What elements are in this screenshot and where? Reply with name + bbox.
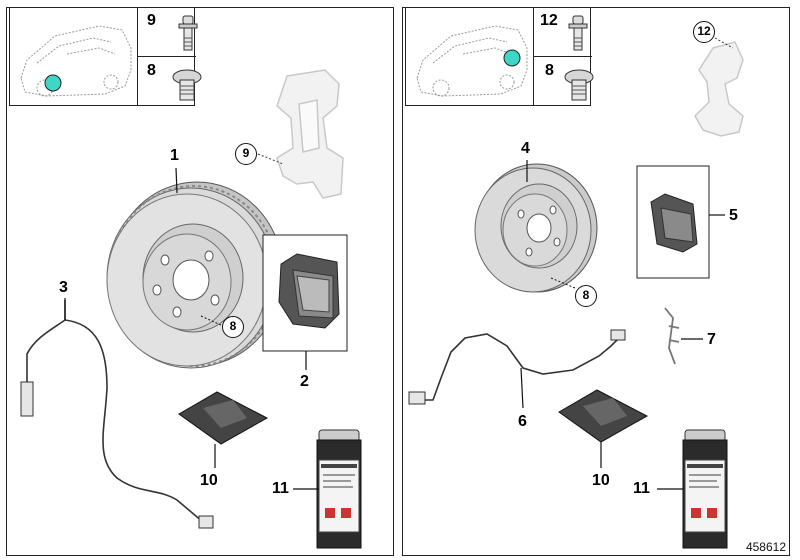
spring-clip-icon: [664, 307, 680, 365]
callout-bolt: 8: [222, 316, 244, 338]
wheel-position-marker-icon: [44, 74, 62, 92]
wear-sensor-cable-icon: [26, 300, 204, 523]
callout-caliper: 9: [235, 143, 257, 165]
sensor-plug-icon: [20, 381, 34, 417]
bolt-8-icon: [172, 69, 202, 101]
inset-bottom-number: 8: [147, 62, 156, 79]
label-pads: 2: [300, 373, 309, 390]
caliper-carrier-icon: [276, 69, 344, 199]
sensor-plug-icon: [408, 391, 426, 405]
car-outline-icon: [416, 25, 528, 97]
right-inset-box: [405, 8, 592, 106]
label-disc: 4: [521, 140, 530, 157]
inset-divider-horizontal: [137, 56, 196, 57]
label-sensor: 3: [59, 279, 68, 296]
brake-disc-icon: [106, 181, 284, 369]
grease-sachet-icon: [178, 391, 269, 445]
label-sensor: 6: [518, 413, 527, 430]
sensor-tip-icon: [198, 515, 214, 529]
brake-disc-icon: [474, 163, 598, 293]
car-outline-icon: [20, 25, 132, 97]
label-grease: 10: [200, 472, 218, 489]
label-grease: 10: [592, 472, 610, 489]
bolt-8-icon: [564, 69, 594, 101]
wheel-position-marker-icon: [503, 49, 521, 67]
inset-bottom-number: 8: [545, 62, 554, 79]
label-disc: 1: [170, 147, 179, 164]
bolt-12-icon: [568, 15, 588, 51]
assembly-paste-spray-can-icon: [682, 429, 728, 549]
left-panel-front-brake: 9 8 1 2 3 9 8 10 11: [6, 7, 394, 556]
label-spray: 11: [633, 480, 650, 497]
right-panel-rear-brake: 12 8 4 5 6 7 12 8 10 11: [402, 7, 790, 556]
callout-carrier: 12: [693, 21, 715, 43]
inset-divider-horizontal: [533, 56, 592, 57]
brake-pad-icon: [650, 193, 698, 253]
left-inset-box: [9, 8, 196, 106]
assembly-paste-spray-can-icon: [316, 429, 362, 549]
inset-top-number: 12: [540, 12, 558, 29]
left-panel-drawing: [20, 15, 362, 549]
right-panel-drawing: [408, 15, 744, 549]
bolt-9-icon: [178, 15, 198, 51]
wear-sensor-cable-icon: [417, 333, 620, 401]
label-spray: 11: [272, 480, 289, 497]
inset-top-number: 9: [147, 12, 156, 29]
sensor-tip-icon: [610, 329, 626, 341]
pads-box: [636, 165, 710, 279]
image-number: 458612: [745, 540, 786, 554]
brake-pad-icon: [278, 253, 340, 329]
label-pads: 5: [729, 207, 738, 224]
callout-bolt: 8: [575, 285, 597, 307]
grease-sachet-icon: [558, 389, 649, 443]
caliper-carrier-icon: [694, 41, 744, 137]
label-spring: 7: [707, 331, 716, 348]
